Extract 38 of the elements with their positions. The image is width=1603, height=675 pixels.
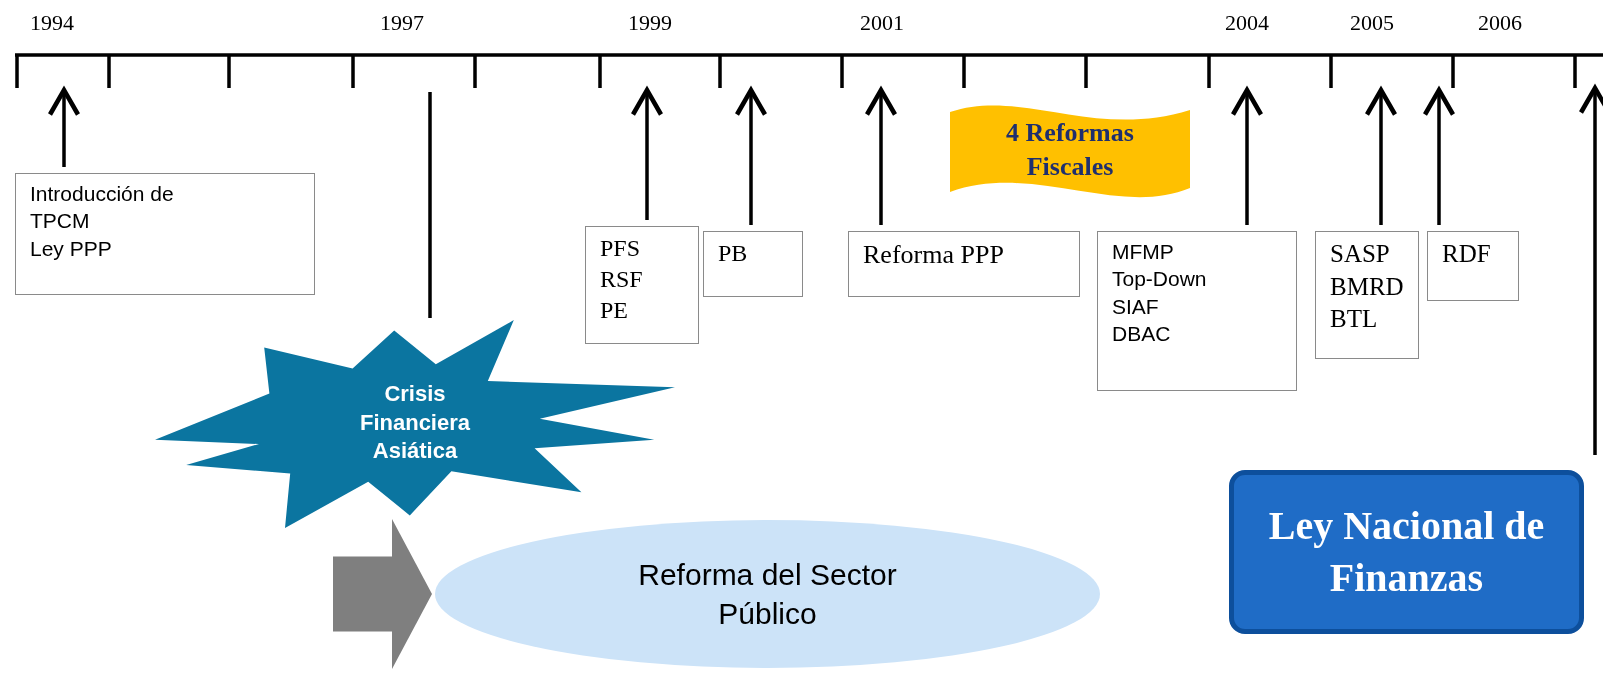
- block-arrow: [333, 519, 432, 669]
- box-text: BTL: [1330, 304, 1379, 334]
- shape-text: Reforma del Sector Público: [637, 557, 898, 632]
- explosion-shape: [155, 318, 675, 528]
- arrow: [734, 87, 768, 225]
- shape-text: 4 Reformas Fiscales: [1005, 117, 1135, 183]
- text-box: [1097, 231, 1297, 391]
- text-box: [1315, 231, 1419, 359]
- arrow: [1364, 87, 1398, 225]
- text-box: [585, 226, 699, 344]
- box-text: PE: [600, 296, 629, 326]
- box-text: Top-Down: [1112, 266, 1208, 293]
- arrow: [1230, 87, 1264, 225]
- box-text: PB: [718, 239, 749, 268]
- ellipse-shape: [435, 520, 1100, 668]
- arrow: [1578, 85, 1603, 455]
- box-text: DBAC: [1112, 320, 1172, 347]
- box-text: Introducción de TPCM: [30, 181, 175, 235]
- text-box: [848, 231, 1080, 297]
- shape-text: Ley Nacional de Finanzas: [1267, 502, 1546, 602]
- box-text: RSF: [600, 265, 644, 295]
- text-box: [1427, 231, 1519, 301]
- box-text: BMRD: [1330, 271, 1404, 302]
- box-text: SIAF: [1112, 293, 1160, 320]
- text-box: [703, 231, 803, 297]
- title-box: [1229, 470, 1584, 634]
- box-text: SASP: [1330, 239, 1391, 269]
- box-text: PFS: [600, 234, 642, 263]
- arrow: [864, 87, 898, 225]
- shape-text: Crisis Financiera Asiática: [358, 380, 471, 466]
- arrow: [1422, 87, 1456, 225]
- box-text: MFMP: [1112, 239, 1175, 265]
- text-box: [15, 173, 315, 295]
- arrow: [47, 87, 81, 167]
- box-text: Reforma PPP: [863, 239, 1005, 271]
- box-text: RDF: [1442, 239, 1492, 269]
- arrow: [630, 87, 664, 220]
- box-text: Ley PPP: [30, 235, 113, 262]
